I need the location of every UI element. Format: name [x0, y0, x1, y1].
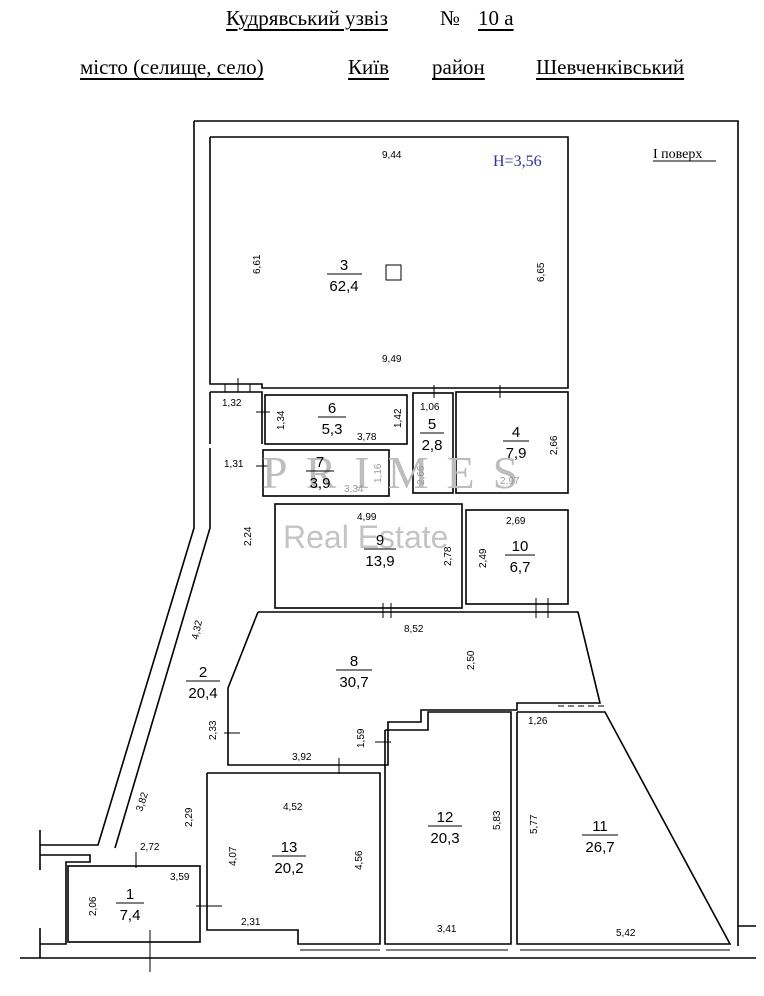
room-5 [412, 392, 454, 494]
dimension: 1,31 [224, 459, 244, 470]
dimension: 9,49 [382, 354, 402, 365]
street-name: Кудрявський узвіз [226, 6, 388, 30]
room-number: 8 [350, 653, 358, 670]
dimension: 3,78 [357, 432, 377, 443]
room-6 [264, 394, 408, 445]
room-area: 5,3 [322, 421, 343, 438]
room-area: 6,7 [510, 559, 531, 576]
room-area: 7,4 [120, 907, 141, 924]
number-label: № [440, 6, 461, 30]
room-number: 6 [328, 400, 336, 417]
room-1 [67, 865, 201, 943]
room-area: 13,9 [365, 553, 394, 570]
watermark-real-estate: Real Estate [283, 519, 448, 555]
dimension: 6,65 [536, 262, 547, 282]
dimension: 3,34 [344, 484, 364, 495]
room-12 [384, 711, 512, 945]
room-number: 13 [281, 839, 298, 856]
dimension: 1,32 [222, 398, 242, 409]
room-13 [206, 772, 381, 945]
floor-label: І поверх [653, 147, 702, 162]
dimension: 3,92 [292, 752, 312, 763]
corridor-walls [114, 384, 263, 849]
dimension: 2,69 [506, 516, 526, 527]
district-label: район [432, 55, 485, 79]
room-number: 11 [592, 818, 608, 835]
room-area: 2,8 [422, 437, 443, 454]
dimension: 4,56 [354, 850, 365, 870]
dimension: 5,77 [529, 814, 540, 834]
ceiling-height: Н=3,56 [493, 153, 542, 170]
room-8 [227, 611, 602, 766]
dimension: 3,41 [437, 924, 457, 935]
building-number: 10 а [478, 6, 514, 30]
room-number: 7 [316, 454, 324, 471]
dimension-labels: 9,44 9,49 6,61 6,65 1,32 1,34 1,42 3,78 … [88, 150, 636, 939]
dimension: 2,24 [243, 526, 254, 546]
dimension: 3,59 [170, 872, 190, 883]
city-name: Київ [348, 55, 389, 79]
dimension: 4,99 [357, 512, 377, 523]
district-name: Шевченківський [536, 55, 685, 79]
dimension: 2,06 [88, 896, 99, 916]
dimension: 4,32 [190, 619, 205, 641]
dimension: 2,49 [478, 548, 489, 568]
room-area: 20,3 [430, 830, 459, 847]
dimension: 4,52 [283, 802, 303, 813]
room-area: 26,7 [585, 839, 614, 856]
room-4 [455, 391, 569, 494]
dimension: 1,34 [276, 410, 287, 430]
dimension: 1,26 [528, 716, 548, 727]
room-area: 20,2 [274, 860, 303, 877]
dimension: 2,72 [140, 842, 160, 853]
room-number: 4 [512, 424, 520, 441]
room-11 [516, 711, 732, 945]
room-area: 62,4 [329, 278, 358, 295]
dimension: 5,42 [616, 928, 636, 939]
door-ticks [135, 378, 730, 972]
dimension: 2,66 [549, 435, 560, 455]
room-3 [209, 136, 569, 389]
dimension: 2,31 [241, 917, 261, 928]
room-number: 2 [199, 664, 207, 681]
room-labels: 3 62,4 6 5,3 5 2,8 4 7,9 7 3,9 9 13,9 10… [116, 257, 618, 924]
room-number: 1 [126, 886, 134, 903]
room-area: 7,9 [506, 445, 527, 462]
room-number: 9 [376, 532, 384, 549]
dimension: 2,66 [416, 465, 427, 485]
dimension: 2,33 [208, 720, 219, 740]
room-area: 20,4 [188, 685, 217, 702]
watermark-primes: PRIMES [262, 447, 536, 498]
dimension: 3,82 [134, 791, 151, 813]
dimension: 1,42 [393, 408, 404, 428]
dimension: 2,97 [500, 476, 520, 487]
room-area: 3,9 [310, 475, 331, 492]
room-10 [465, 509, 569, 605]
room-number: 5 [428, 416, 436, 433]
room-7 [262, 449, 390, 497]
city-label: місто (селище, село) [80, 55, 264, 79]
dimension: 5,83 [492, 810, 503, 830]
room-9 [274, 503, 463, 609]
outer-walls [20, 120, 756, 959]
room-area: 30,7 [339, 674, 368, 691]
dimension: 1,16 [373, 463, 384, 483]
dimension: 8,52 [404, 624, 424, 635]
room-number: 10 [512, 538, 529, 555]
dimension: 9,44 [382, 150, 402, 161]
column-icon [385, 264, 402, 281]
room-number: 3 [340, 257, 348, 274]
dimension: 4,07 [228, 846, 239, 866]
dimension: 1,06 [420, 402, 440, 413]
dimension: 6,61 [252, 254, 263, 274]
dimension: 2,50 [466, 650, 477, 670]
dimension: 2,29 [184, 807, 195, 827]
dimension: 2,78 [443, 546, 454, 566]
room-number: 12 [437, 809, 454, 826]
dimension: 1,59 [356, 728, 367, 748]
